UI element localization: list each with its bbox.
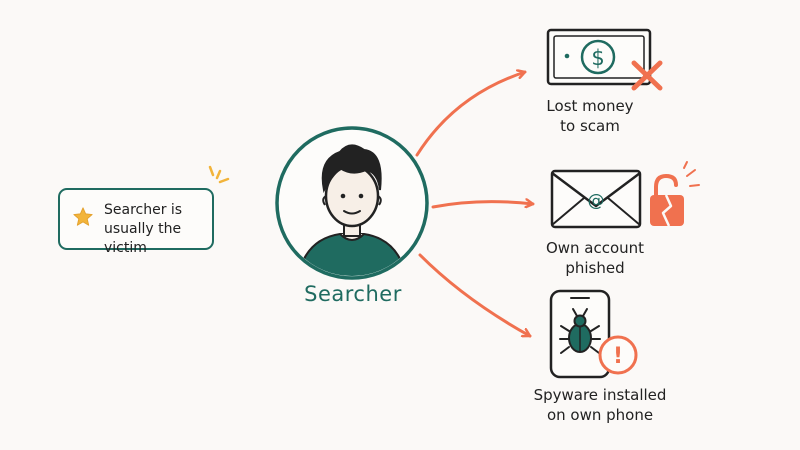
exclamation-mark: !	[613, 344, 623, 369]
bug-icon	[559, 308, 601, 354]
broken-lock-icon	[650, 161, 700, 227]
outcome-line: Lost money	[546, 97, 634, 115]
outcome-line: phished	[565, 259, 625, 277]
outcome-line: Spyware installed	[533, 386, 667, 404]
note-text: Searcher is usually the victim	[104, 201, 214, 258]
arrow-to-phone	[418, 253, 532, 338]
victim-note: Searcher is usually the victim	[58, 188, 214, 256]
outcome-line: to scam	[560, 117, 620, 135]
at-sign: @	[588, 191, 605, 211]
dollar-sign: $	[591, 46, 604, 70]
arrow-to-account	[431, 202, 535, 209]
searcher-label: Searcher	[304, 282, 402, 306]
sparkle-icon	[208, 165, 230, 184]
money-bill-icon: $	[546, 28, 652, 86]
outcome-label-account: Own account phished	[520, 238, 670, 278]
outcome-label-phone: Spyware installed on own phone	[505, 385, 695, 425]
outcome-line: Own account	[545, 239, 645, 257]
hair-icon	[321, 144, 382, 194]
note-line-1: Searcher is	[104, 202, 183, 218]
envelope-icon: @	[550, 169, 642, 229]
outcome-label-money: Lost money to scam	[520, 96, 660, 136]
star-icon	[73, 207, 93, 226]
searcher-avatar	[275, 126, 429, 280]
note-line-2: usually the victim	[104, 221, 182, 256]
phone-icon	[549, 289, 611, 379]
arrow-to-money	[415, 72, 527, 157]
outcome-line: on own phone	[546, 406, 654, 424]
x-mark-icon	[631, 60, 663, 91]
alert-icon: !	[598, 335, 638, 375]
